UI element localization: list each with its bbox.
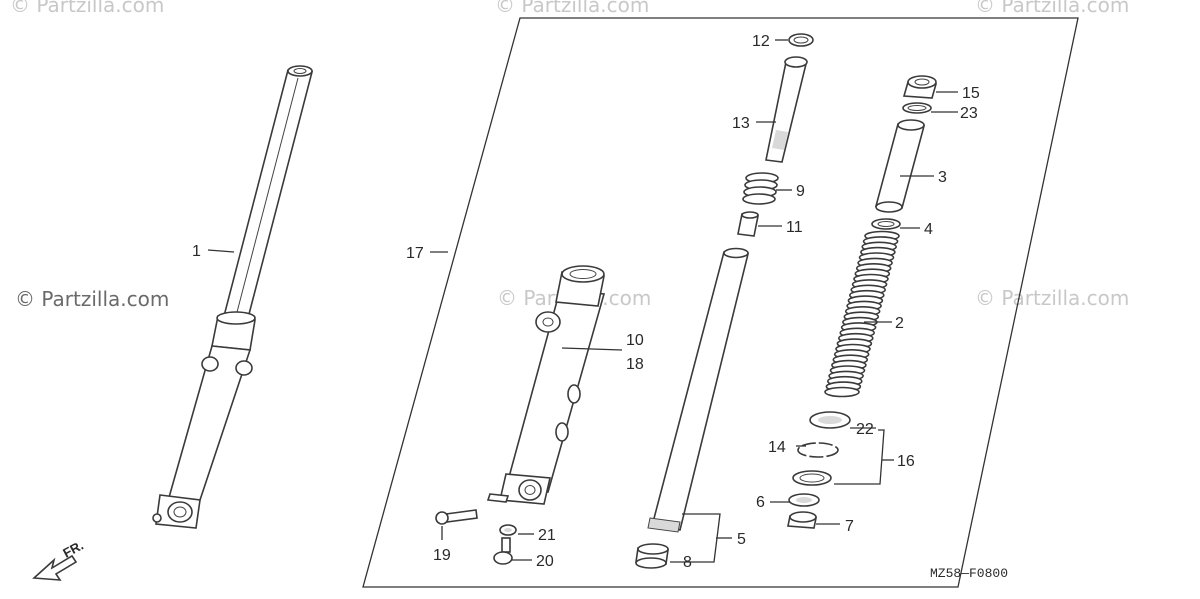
part-22-dust-seal[interactable] bbox=[809, 411, 851, 429]
part-15-fork-bolt[interactable] bbox=[902, 75, 938, 99]
callout-5: 5 bbox=[737, 531, 746, 548]
callout-19: 19 bbox=[433, 547, 451, 564]
part-4-spring-seat[interactable] bbox=[871, 218, 901, 230]
part-2-fork-spring[interactable] bbox=[824, 230, 900, 398]
part-7-guide-bushing[interactable] bbox=[787, 511, 817, 529]
part-12-piston-ring[interactable] bbox=[788, 33, 814, 47]
assembly-outline bbox=[362, 17, 1079, 588]
part-9-rebound-spring[interactable] bbox=[742, 172, 779, 205]
callout-4: 4 bbox=[924, 221, 933, 238]
direction-label: FR. bbox=[60, 538, 86, 561]
callout-20: 20 bbox=[536, 553, 554, 570]
part-8-slide-bushing[interactable] bbox=[635, 543, 669, 569]
part-19-bolt[interactable] bbox=[435, 509, 478, 525]
callout-22: 22 bbox=[856, 421, 874, 438]
watermark-top-right: © Partzilla.com bbox=[975, 0, 1129, 17]
callout-13: 13 bbox=[732, 115, 750, 132]
callout-11: 11 bbox=[786, 219, 803, 236]
part-14-stopper-ring[interactable] bbox=[797, 442, 839, 458]
part-20-drain-bolt[interactable] bbox=[493, 537, 513, 565]
watermark-mid-right: © Partzilla.com bbox=[975, 286, 1129, 310]
callout-16: 16 bbox=[897, 453, 915, 470]
part-3-spacer-collar[interactable] bbox=[874, 119, 926, 213]
watermark-top-center: © Partzilla.com bbox=[495, 0, 649, 17]
callout-8: 8 bbox=[683, 554, 692, 571]
part-6-backup-ring[interactable] bbox=[788, 493, 820, 507]
callout-18: 18 bbox=[626, 356, 644, 373]
callout-23: 23 bbox=[960, 105, 978, 122]
callout-21: 21 bbox=[538, 527, 556, 544]
watermark-mid-left: © Partzilla.com bbox=[15, 287, 169, 311]
part-21-washer[interactable] bbox=[499, 524, 517, 536]
callout-1: 1 bbox=[192, 243, 201, 260]
callout-7: 7 bbox=[845, 518, 854, 535]
diagram-code: MZ58—F0800 bbox=[930, 566, 1008, 581]
part-11-oil-lock-piece[interactable] bbox=[737, 211, 759, 237]
callout-2: 2 bbox=[895, 315, 904, 332]
leader-lines bbox=[207, 39, 958, 563]
callout-6: 6 bbox=[756, 494, 765, 511]
part-10-18-bottom-case[interactable] bbox=[486, 265, 606, 505]
callout-3: 3 bbox=[938, 169, 947, 186]
part-13-damper-rod[interactable] bbox=[765, 56, 808, 163]
spring-coil bbox=[824, 386, 860, 398]
part-5-fork-pipe[interactable] bbox=[647, 247, 750, 533]
watermark-top-left: © Partzilla.com bbox=[10, 0, 164, 17]
callout-12: 12 bbox=[752, 33, 770, 50]
callout-10: 10 bbox=[626, 332, 644, 349]
part-1-fork-assembly[interactable] bbox=[152, 65, 314, 529]
callout-15: 15 bbox=[962, 85, 980, 102]
callout-17: 17 bbox=[406, 245, 424, 262]
front-direction-arrow-icon: FR. bbox=[32, 538, 86, 581]
callout-14: 14 bbox=[768, 439, 786, 456]
part-16-oil-seal[interactable] bbox=[792, 470, 832, 486]
part-23-o-ring[interactable] bbox=[902, 102, 932, 114]
callout-9: 9 bbox=[796, 183, 805, 200]
